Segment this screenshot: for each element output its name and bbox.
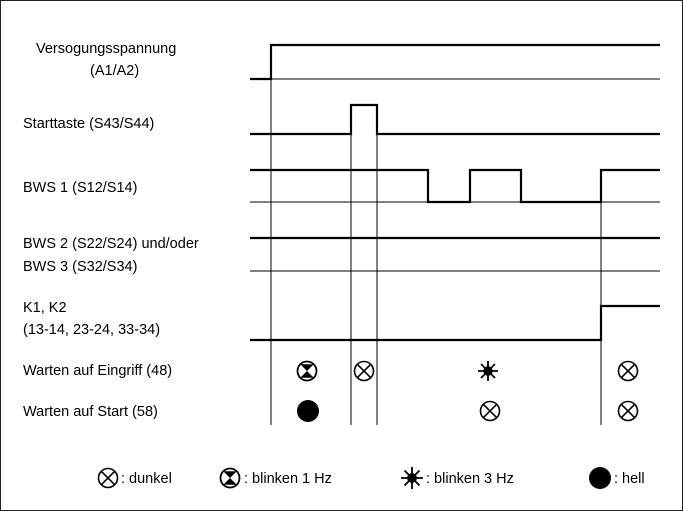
dark-icon — [353, 360, 375, 382]
label-supply-line1: Versogungsspannung — [36, 41, 176, 57]
legend: : dunkel : blinken 1 Hz : blinken 3 Hz :… — [97, 467, 645, 489]
bright-icon — [297, 400, 319, 422]
label-k1k2-line1: K1, K2 — [23, 300, 67, 316]
waveforms — [250, 43, 660, 342]
waveform-k1-k2 — [250, 304, 660, 342]
label-k1k2-line2: (13-14, 23-24, 33-34) — [23, 322, 160, 338]
indicator-row-wait-intervention — [296, 360, 639, 382]
label-wait-intervention: Warten auf Eingriff (48) — [23, 363, 172, 379]
blink-1hz-icon — [296, 360, 318, 382]
waveform-bws1 — [250, 168, 660, 204]
label-bws1: BWS 1 (S12/S14) — [23, 180, 137, 196]
label-wait-start: Warten auf Start (58) — [23, 404, 158, 420]
label-bws2-line2: BWS 3 (S32/S34) — [23, 259, 137, 275]
dark-icon — [617, 400, 639, 422]
dark-icon — [479, 400, 501, 422]
waveform-start-button — [250, 103, 660, 136]
waveform-supply — [250, 43, 660, 81]
legend-blink-1hz-text: : blinken 1 Hz — [244, 471, 332, 487]
label-supply-line2: (A1/A2) — [90, 63, 139, 79]
indicator-row-wait-start — [297, 400, 639, 422]
legend-dark-text: : dunkel — [121, 471, 172, 487]
dark-icon — [617, 360, 639, 382]
legend-dark-icon — [97, 467, 119, 489]
label-bws2-line1: BWS 2 (S22/S24) und/oder — [23, 236, 199, 252]
label-start-button: Starttaste (S43/S44) — [23, 116, 154, 132]
legend-blink-3hz-text: : blinken 3 Hz — [426, 471, 514, 487]
legend-bright-icon — [589, 467, 611, 489]
legend-blink-3hz-icon — [401, 467, 423, 489]
legend-blink-1hz-icon — [219, 467, 241, 489]
legend-bright-text: : hell — [614, 471, 645, 487]
signal-labels: Versogungsspannung (A1/A2) Starttaste (S… — [23, 41, 199, 420]
blink-3hz-icon — [478, 361, 498, 381]
